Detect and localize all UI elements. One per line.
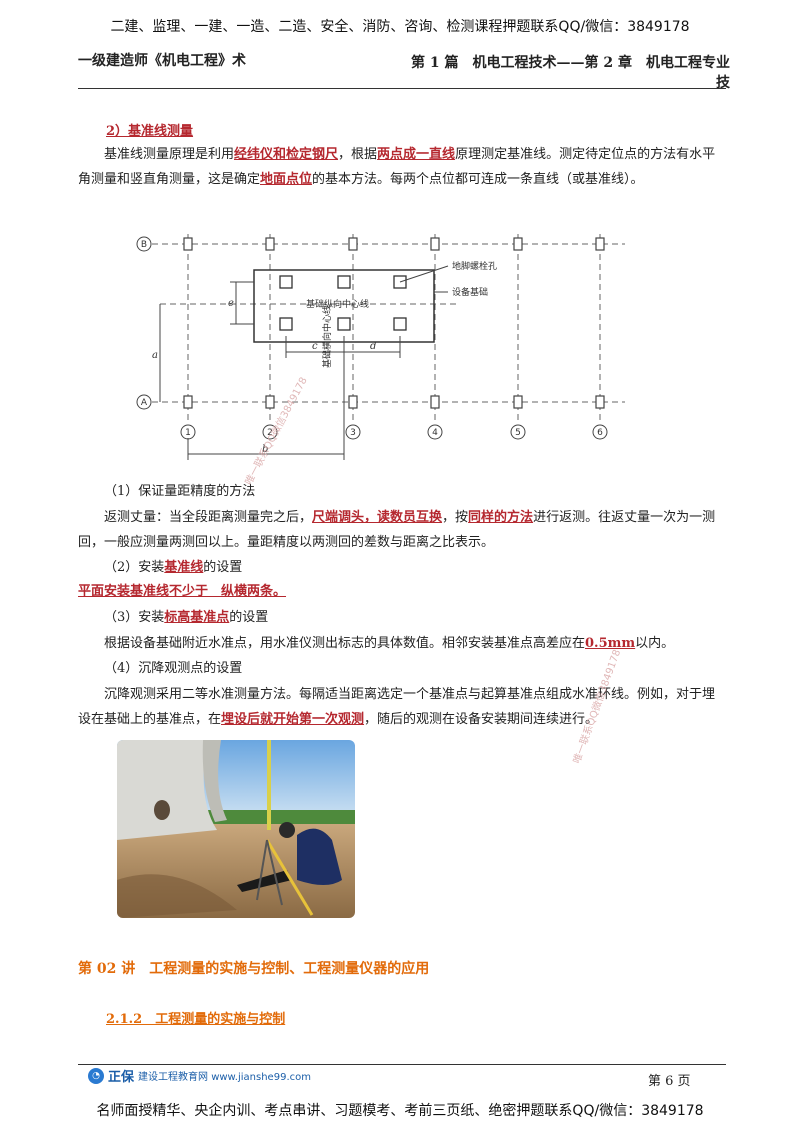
item3-title: （3）安装标高基准点的设置 (104, 610, 269, 625)
logo-icon: ◔ (88, 1067, 104, 1084)
footer-divider (78, 1064, 726, 1065)
item3-body: 根据设备基础附近水准点，用水准仪测出标志的具体数值。相邻安装基准点高差应在0.5… (104, 636, 675, 651)
logo-text: 建设工程教育网 www.jianshe99.com (138, 1072, 311, 1083)
item2-body: 平面安装基准线不少于 纵横两条。 (78, 584, 287, 599)
dim-label-d: d (370, 341, 376, 352)
item1-title: （1）保证量距精度的方法 (104, 484, 256, 499)
baseline-diagram: a b c d e 地脚螺栓孔 设备基础 基础纵向中心线 基础横向中心线 B A… (136, 234, 625, 460)
center-line-h-label: 基础纵向中心线 (306, 298, 369, 310)
callout-equipment-base: 设备基础 (452, 286, 488, 298)
center-line-v-label: 基础横向中心线 (321, 305, 333, 368)
surveying-photo (117, 740, 355, 918)
dim-label-a: a (152, 350, 158, 361)
row-label-b: B (141, 240, 147, 250)
subsection-title: 2.1.2 工程测量的实施与控制 (106, 1012, 286, 1027)
header-left: 一级建造师《机电工程》术 (78, 53, 246, 69)
item4-body: 沉降观测采用二等水准测量方法。每隔适当距离选定一个基准点与起算基准点组成水准环线… (78, 687, 716, 727)
header-divider (78, 88, 726, 89)
col-label-3: 3 (350, 428, 356, 438)
callout-bolt-hole: 地脚螺栓孔 (452, 260, 497, 272)
dim-label-b: b (262, 444, 268, 455)
item1-body: 返测丈量：当全段距离测量完之后，尺端调头，读数员互换，按同样的方法进行返测。往返… (78, 510, 716, 550)
col-label-2: 2 (267, 428, 273, 438)
header-right: 第 1 篇 机电工程技术——第 2 章 机电工程专业技 (411, 55, 730, 91)
section-title: 2）基准线测量 (106, 124, 194, 139)
dim-label-c: c (312, 341, 318, 352)
col-label-6: 6 (597, 428, 603, 438)
page-number: 第 6 页 (648, 1074, 691, 1089)
item2-title: （2）安装基准线的设置 (104, 560, 243, 575)
footer-logo: ◔ 正保 建设工程教育网 www.jianshe99.com (88, 1066, 311, 1085)
bottom-banner: 名师面授精华、央企内训、考点串讲、习题模考、考前三页纸、绝密押题联系QQ/微信：… (96, 1103, 704, 1119)
col-label-5: 5 (515, 428, 521, 438)
paragraph-principle: 基准线测量原理是利用经纬仪和检定钢尺，根据两点成一直线原理测定基准线。测定待定位… (78, 147, 716, 187)
top-banner: 二建、监理、一建、一造、二造、安全、消防、咨询、检测课程押题联系QQ/微信：38… (110, 19, 690, 35)
row-label-a: A (141, 398, 148, 408)
col-label-1: 1 (185, 428, 191, 438)
item4-title: （4）沉降观测点的设置 (104, 661, 243, 676)
col-label-4: 4 (432, 428, 438, 438)
logo-brand: 正保 (108, 1070, 135, 1085)
dim-label-e: e (228, 298, 234, 309)
lecture-title: 第 02 讲 工程测量的实施与控制、工程测量仪器的应用 (78, 961, 430, 977)
